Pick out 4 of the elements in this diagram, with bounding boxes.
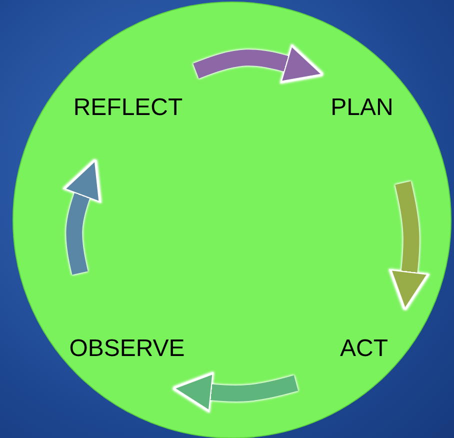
stage-label: PLAN — [330, 94, 394, 122]
stage-label: REFLECT — [73, 94, 183, 122]
stage-label: OBSERVE — [69, 335, 185, 363]
stage-label: ACT — [340, 335, 388, 363]
